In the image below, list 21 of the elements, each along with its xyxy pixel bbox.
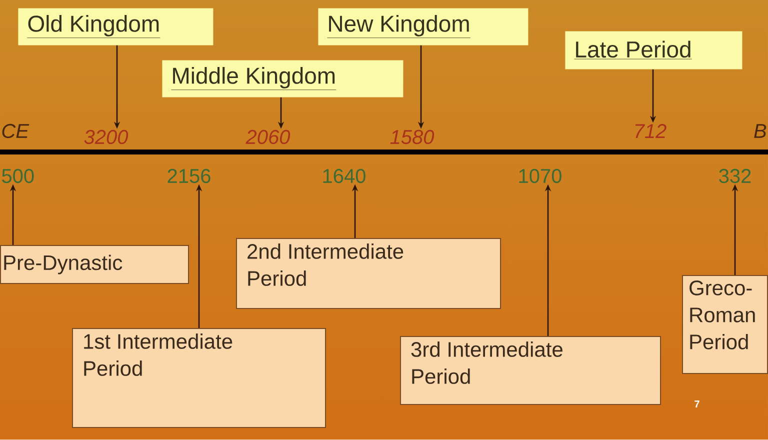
year-label: 2060	[246, 130, 290, 144]
text-box: 3rd Intermediate Period	[400, 336, 661, 405]
year-label: 3200	[84, 130, 128, 144]
year-label: 1070	[519, 168, 562, 184]
text-box: 2nd Intermediate Period	[236, 238, 501, 309]
year-label: 1580	[390, 130, 434, 144]
year-label: 2156	[168, 168, 210, 184]
year-label: 1640	[323, 168, 366, 184]
year-label: 332	[719, 168, 751, 184]
page-number: 7	[694, 400, 700, 408]
text-box: Greco-Roman Period	[682, 275, 768, 374]
label-box: New Kingdom	[318, 8, 528, 46]
label-box: Late Period	[565, 31, 742, 70]
year-label: 500	[2, 168, 34, 184]
label-box: Middle Kingdom	[162, 60, 404, 98]
year-label: 712	[635, 124, 666, 138]
label-box: Old Kingdom	[18, 8, 214, 46]
text-box: Pre-Dynastic	[0, 245, 189, 284]
axis-label: CE	[2, 124, 30, 138]
text-box: 1st Intermediate Period	[72, 328, 326, 428]
axis-label: B	[754, 124, 766, 138]
